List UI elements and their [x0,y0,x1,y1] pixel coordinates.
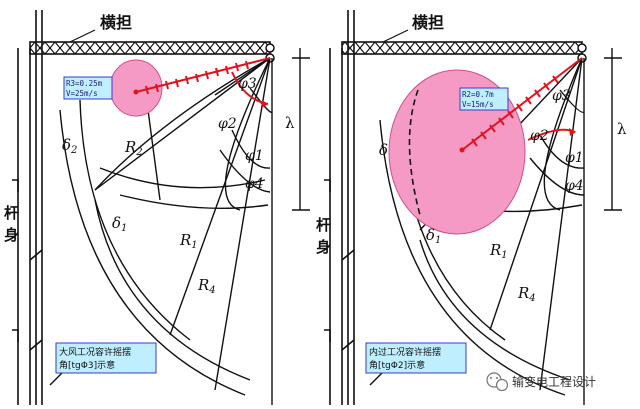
right-dashed-arc [408,89,421,216]
left-crossarm-title: 横担 [100,13,132,32]
right-phi4: φ4 [565,178,584,194]
right-arrow-head [569,128,576,136]
right-panel: 横担 杆 身 λ [316,10,627,405]
right-pole-label-1: 杆 [316,216,331,234]
left-r1: R1 [179,231,198,251]
left-r2: R2 [124,138,143,158]
left-panel: 横担 杆 身 λ [4,10,310,405]
right-phi2: φ2 [530,128,549,144]
left-lambda-label: λ [285,114,295,132]
left-delta1: δ1 [112,214,127,234]
left-phi2: φ2 [218,116,237,132]
right-caption-line1: 内过工况容许摇摆 [369,346,441,358]
right-delta: δ [379,141,388,159]
left-crossarm [29,29,275,63]
right-phi3: φ3 [552,88,571,104]
left-info-box [63,76,113,100]
left-caption-line2: 角[tgΦ3]示意 [59,359,115,371]
right-caption-box [365,342,467,374]
left-arrow-head [262,100,268,108]
left-pole [12,10,43,405]
right-info-line2: V=15m/s [462,100,494,109]
left-center-dot [133,89,139,95]
left-swing-geometry [49,57,273,405]
left-pole-label-2: 身 [4,226,19,244]
wechat-icon [486,372,509,392]
right-center-dot [459,147,465,153]
left-lambda-dimension [292,48,310,211]
right-pole-label-2: 身 [316,238,331,256]
left-delta2: δ2 [62,136,77,156]
left-info-line1: R3=0.25m [66,79,103,88]
left-phi4: φ4 [245,176,264,192]
watermark: 输变电工程设计 [486,372,596,392]
right-r4: R4 [517,284,536,304]
right-info-line1: R2=0.7m [462,90,494,99]
left-info-line2: V=25m/s [66,89,98,98]
watermark-text: 输变电工程设计 [512,374,596,389]
right-r1: R1 [489,241,508,261]
left-phi3: φ3 [238,76,257,92]
right-pole [324,10,355,405]
left-caption-line1: 大风工况容许摇摆 [59,346,131,358]
left-pole-label-1: 杆 [4,204,19,222]
right-delta1: δ1 [426,226,441,246]
left-r4: R4 [197,276,216,296]
right-red-radius [461,57,583,151]
right-phi1: φ1 [565,150,584,166]
right-lambda-dimension [604,48,622,211]
right-wind-ellipse [388,69,526,235]
left-caption-box [55,342,157,374]
right-crossarm [341,29,587,63]
right-crossarm-title: 横担 [412,13,444,32]
left-phi1: φ1 [245,148,264,164]
right-caption-line2: 角[tgΦ2]示意 [369,359,425,371]
right-lambda-label: λ [617,120,627,138]
right-info-box [459,87,509,111]
